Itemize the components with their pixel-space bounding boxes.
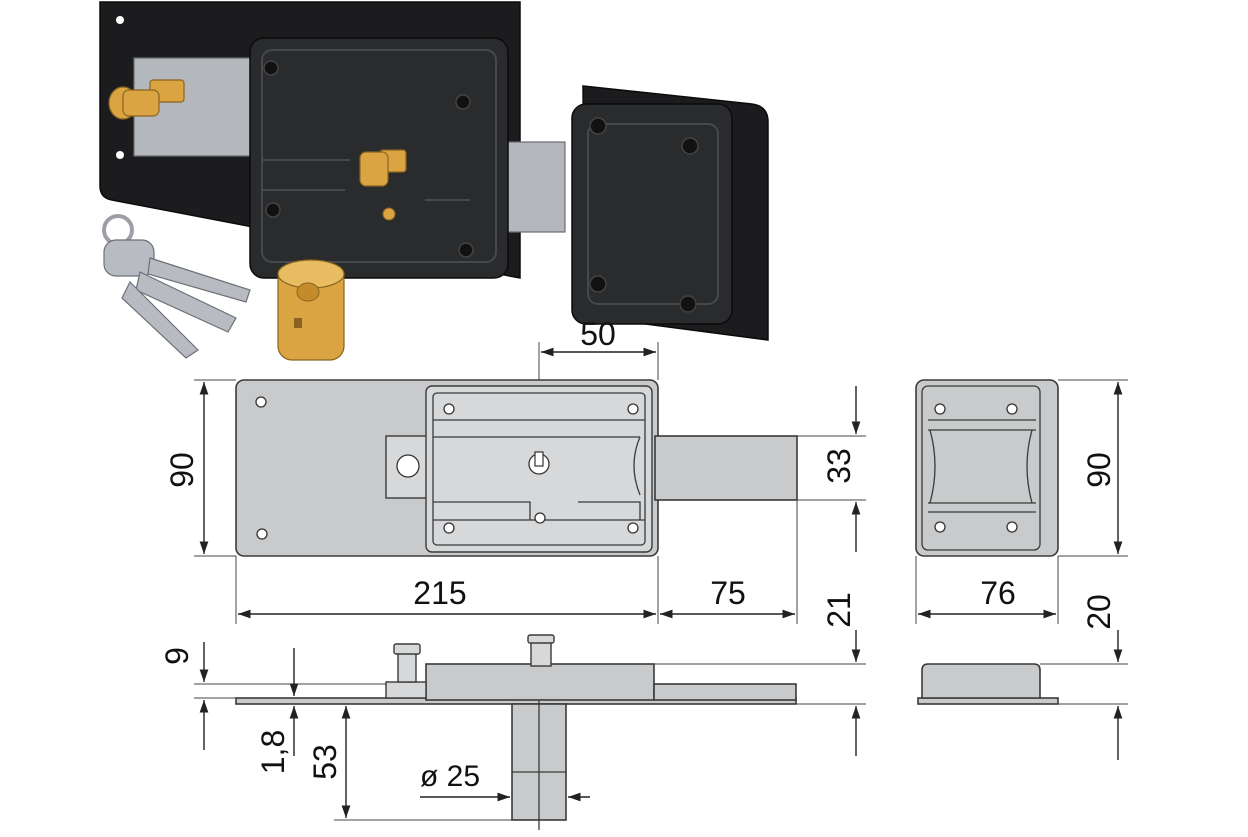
front-view-drawing — [235, 379, 798, 557]
dim-label-21: 21 — [821, 592, 857, 628]
lock-photo — [99, 1, 566, 279]
dim-label-215: 215 — [413, 575, 466, 611]
dim-label-90-right: 90 — [1081, 452, 1117, 488]
dim-label-9: 9 — [159, 647, 195, 665]
keeper-view-drawing — [915, 379, 1059, 557]
dim-label-75: 75 — [710, 575, 746, 611]
dim-label-diameter-25: ø 25 — [420, 760, 480, 793]
dim-label-50: 50 — [580, 316, 616, 352]
dimension-lines — [194, 342, 1128, 821]
keeper-photo — [571, 85, 769, 341]
dim-label-1-8: 1,8 — [255, 730, 291, 774]
keys-photo — [102, 214, 251, 359]
dim-label-76: 76 — [980, 575, 1016, 611]
dim-label-33: 33 — [821, 448, 857, 484]
dim-label-90-left: 90 — [164, 452, 200, 488]
dim-label-20: 20 — [1081, 594, 1117, 630]
side-view-drawing — [235, 634, 1059, 830]
dim-label-53: 53 — [307, 744, 343, 780]
cylinder-photo — [277, 259, 345, 361]
